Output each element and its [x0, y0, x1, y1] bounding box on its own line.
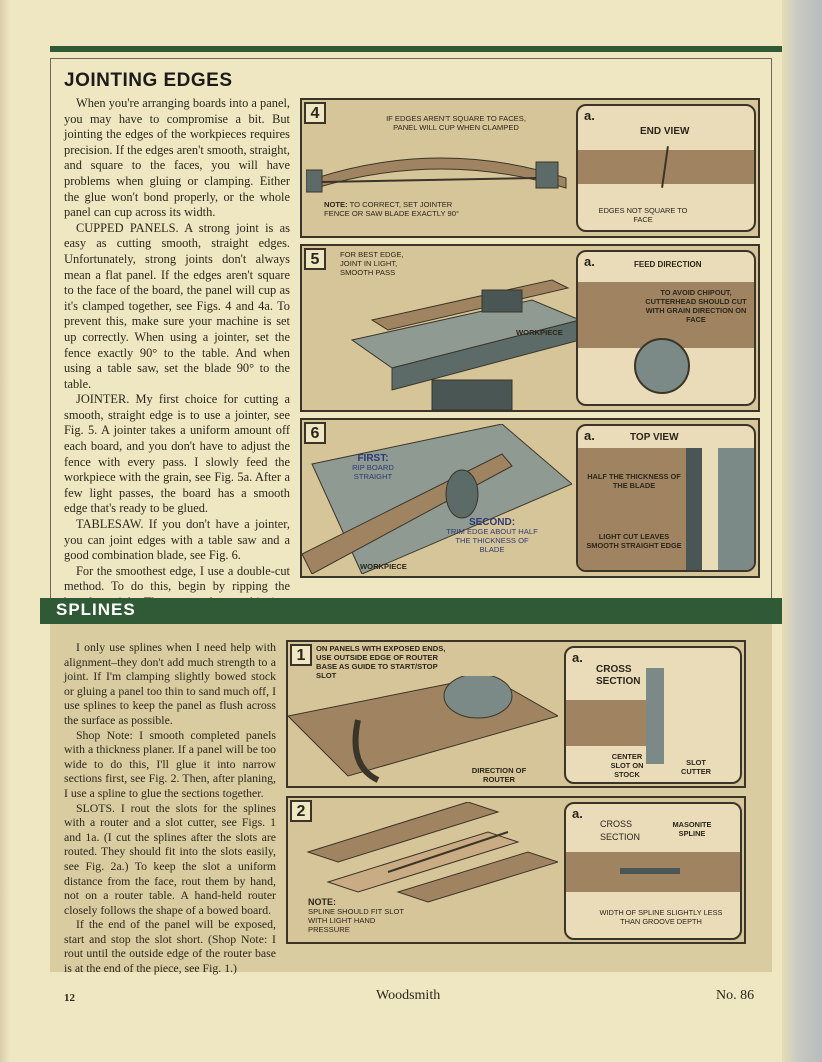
inset-title: END VIEW: [640, 126, 690, 137]
figure-label: IF EDGES AREN'T SQUARE TO FACES, PANEL W…: [386, 114, 526, 132]
panel-sections-illustration: [306, 802, 558, 903]
inset-title-line: SECTION: [600, 832, 641, 842]
top-rule: [50, 46, 782, 52]
figure-number: 5: [304, 248, 326, 270]
page-number: 12: [64, 992, 75, 1004]
figure-5: 5 FOR BEST EDGE, JOINT IN LIGHT, SMOOTH …: [300, 244, 760, 412]
first-text: RIP BOARD STRAIGHT: [352, 463, 394, 481]
spline-figure-1: 1 ON PANELS WITH EXPOSED ENDS, USE OUTSI…: [286, 640, 746, 788]
inset-title: TOP VIEW: [630, 432, 679, 443]
figure-note: NOTE: SPLINE SHOULD FIT SLOT WITH LIGHT …: [308, 897, 408, 935]
cutterhead-icon: [634, 338, 690, 394]
magazine-name: Woodsmith: [376, 988, 441, 1003]
jointing-heading: JOINTING EDGES: [64, 70, 233, 91]
note-text: TO CORRECT, SET JOINTER FENCE OR SAW BLA…: [324, 200, 459, 218]
second-text: TRIM EDGE ABOUT HALF THE THICKNESS OF BL…: [446, 527, 538, 554]
figure-number: 1: [290, 644, 312, 666]
inset-note: SLOT CUTTER: [681, 758, 711, 776]
first-head: FIRST:: [357, 453, 389, 464]
spline-figure-2: 2 NOTE: SPLINE SHOULD FIT SLOT WITH LIGH…: [286, 796, 746, 944]
note-head: NOTE:: [308, 897, 336, 907]
inset-note: HALF THE THICKNESS OF THE BLADE: [587, 472, 681, 490]
second-head: SECOND:: [468, 517, 516, 528]
inset-letter: a.: [584, 254, 595, 269]
board-face: [578, 282, 754, 348]
splines-text: I only use splines when I need help with…: [64, 640, 276, 976]
figure-6a-inset: a. TOP VIEW HALF THE THICKNESS OF THE BL…: [576, 424, 756, 572]
splines-heading: SPLINES: [56, 600, 136, 619]
figure-5a-inset: a. FEED DIRECTION TO AVOID CHIPOUT, CUTT…: [576, 250, 756, 406]
direction-label: DIRECTION OF ROUTER: [471, 766, 527, 784]
issue-number: No. 86: [716, 988, 755, 1003]
fence: [718, 448, 754, 570]
inset-note: LIGHT CUT LEAVES SMOOTH STRAIGHT EDGE: [586, 532, 682, 550]
jointing-paragraph: When you're arranging boards into a pane…: [64, 96, 290, 220]
inset-note: WIDTH OF SPLINE SLIGHTLY LESS THAN GROOV…: [599, 908, 723, 926]
inset-letter: a.: [584, 428, 595, 443]
jointing-paragraph: CUPPED PANELS. A strong joint is as easy…: [64, 220, 290, 391]
splines-paragraph: Shop Note: I smooth completed panels wit…: [64, 727, 276, 800]
cutter-shaft: [646, 668, 664, 764]
inset-letter: a.: [572, 806, 583, 821]
inset-letter: a.: [572, 650, 583, 665]
spline-strip: [620, 868, 680, 874]
inset-title: CROSS SECTION: [596, 664, 641, 687]
figure-label: ON PANELS WITH EXPOSED ENDS, USE OUTSIDE…: [316, 644, 446, 680]
board-section: [566, 700, 646, 746]
spline-figure-2a-inset: a. CROSS SECTION MASONITE SPLINE WIDTH O…: [564, 802, 742, 940]
splines-paragraph: If the end of the panel will be exposed,…: [64, 917, 276, 976]
inset-note: EDGES NOT SQUARE TO FACE: [598, 206, 688, 224]
workpiece-label: WORKPIECE: [360, 562, 407, 571]
jointing-paragraph: TABLESAW. If you don't have a jointer, y…: [64, 517, 290, 563]
note-head: NOTE:: [324, 200, 348, 209]
inset-letter: a.: [584, 108, 595, 123]
figure-number: 4: [304, 102, 326, 124]
jointing-text: When you're arranging boards into a pane…: [64, 96, 290, 673]
inset-note: CENTER SLOT ON STOCK: [610, 752, 644, 779]
second-step-label: SECOND: TRIM EDGE ABOUT HALF THE THICKNE…: [444, 517, 540, 555]
jointing-paragraph: JOINTER. My first choice for cutting a s…: [64, 392, 290, 516]
note-text: SPLINE SHOULD FIT SLOT WITH LIGHT HAND P…: [308, 907, 404, 934]
inset-title: FEED DIRECTION: [634, 260, 702, 269]
splines-paragraph: I only use splines when I need help with…: [64, 640, 276, 727]
figure-number: 2: [290, 800, 312, 822]
page-edge-left: [0, 0, 10, 1062]
spline-label: MASONITE SPLINE: [672, 820, 712, 838]
cupped-panel-illustration: [306, 157, 567, 193]
figure-note: NOTE: TO CORRECT, SET JOINTER FENCE OR S…: [324, 200, 464, 218]
router-illustration: [288, 676, 558, 783]
first-step-label: FIRST: RIP BOARD STRAIGHT: [338, 453, 408, 482]
workpiece-label: WORKPIECE: [516, 328, 563, 337]
spline-figure-1a-inset: a. CROSS SECTION CENTER SLOT ON STOCK SL…: [564, 646, 742, 784]
figure-6: 6 FIRST: RIP BOARD STRAIGHT SECOND: TRIM…: [300, 418, 760, 578]
splines-paragraph: SLOTS. I rout the slots for the splines …: [64, 800, 276, 917]
tablesaw-illustration: [302, 424, 572, 574]
jointer-illustration: [350, 279, 582, 410]
inset-title: CROSS SECTION: [600, 818, 640, 844]
page-edge-right: [782, 0, 822, 1062]
figure-number: 6: [304, 422, 326, 444]
figure-4: 4 IF EDGES AREN'T SQUARE TO FACES, PANEL…: [300, 98, 760, 238]
figure-label: FOR BEST EDGE, JOINT IN LIGHT, SMOOTH PA…: [340, 250, 404, 277]
inset-title-line: CROSS: [600, 819, 633, 829]
saw-blade: [686, 448, 702, 570]
board-top: [578, 448, 686, 570]
inset-note: TO AVOID CHIPOUT, CUTTERHEAD SHOULD CUT …: [645, 288, 747, 324]
figure-4a-inset: a. END VIEW EDGES NOT SQUARE TO FACE: [576, 104, 756, 232]
splines-banner: [40, 598, 782, 624]
